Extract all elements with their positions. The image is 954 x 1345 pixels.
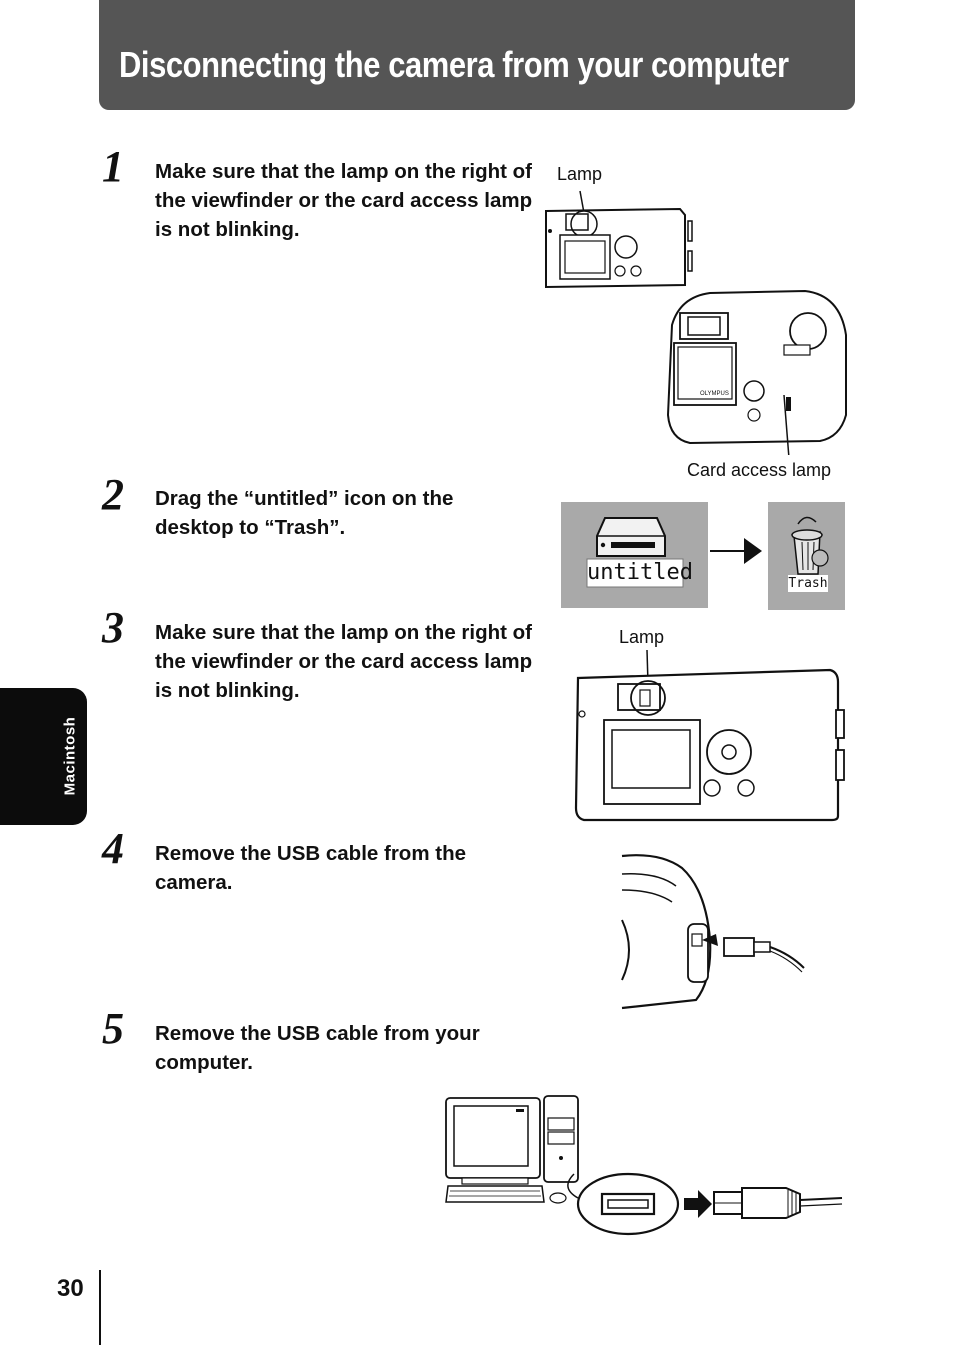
disk-label: untitled xyxy=(587,560,693,585)
step-2-text: Drag the “untitled” icon on the desktop … xyxy=(155,487,454,539)
disk-icon xyxy=(586,517,684,588)
page-number-rule xyxy=(99,1270,101,1345)
page-title: Disconnecting the camera from your compu… xyxy=(119,44,789,85)
arrow-right-icon xyxy=(710,538,762,564)
step-5-text: Remove the USB cable from your computer. xyxy=(155,1022,480,1074)
page-header: Disconnecting the camera from your compu… xyxy=(99,0,855,110)
step-3-text: Make sure that the lamp on the right of … xyxy=(155,621,533,702)
camera-usb-port-illustration xyxy=(621,854,805,1010)
step-1-card-lamp-label: Card access lamp xyxy=(687,460,832,480)
section-tab xyxy=(0,688,87,825)
untitled-disk-icon-panel: untitled xyxy=(561,502,708,608)
step-3-lamp-label: Lamp xyxy=(619,627,665,647)
section-tab-label: Macintosh xyxy=(61,716,79,796)
trash-label: Trash xyxy=(788,576,828,591)
step-3-number: 3 xyxy=(102,603,124,652)
step-2-number: 2 xyxy=(102,470,124,519)
computer-usb-illustration xyxy=(445,1095,843,1236)
step-1-lamp-label: Lamp xyxy=(557,164,603,184)
trash-icon xyxy=(788,516,829,592)
step-1-text: Make sure that the lamp on the right of … xyxy=(155,160,533,241)
trash-icon-panel: Trash xyxy=(768,502,845,610)
camera-back-large-illustration xyxy=(574,649,845,822)
step-1-number: 1 xyxy=(102,142,124,191)
page-number: 30 xyxy=(57,1275,84,1302)
camera-back-illustration: OLYMPUS xyxy=(545,190,847,455)
step-4-number: 4 xyxy=(102,824,124,873)
step-5-number: 5 xyxy=(102,1004,124,1053)
step-4-text: Remove the USB cable from the camera. xyxy=(155,842,466,894)
svg-text:OLYMPUS: OLYMPUS xyxy=(700,391,729,397)
